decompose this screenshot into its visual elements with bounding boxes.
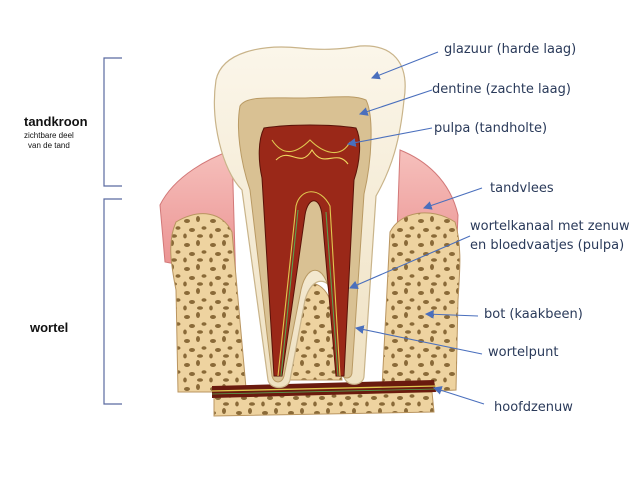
label-gum: tandvlees bbox=[490, 181, 554, 196]
label-canal-line1: wortelkanaal met zenuw bbox=[470, 219, 630, 234]
crown-sub2: van de tand bbox=[28, 141, 70, 150]
pointer-arrows bbox=[346, 51, 485, 405]
label-dentin: dentine (zachte laag) bbox=[432, 82, 571, 97]
root-title: wortel bbox=[30, 320, 69, 335]
crown-title: tandkroon bbox=[24, 114, 88, 129]
label-nerve: hoofdzenuw bbox=[494, 400, 573, 415]
label-canal-line2: en bloedvaatjes (pulpa) bbox=[470, 238, 625, 253]
crown-sub1: zichtbare deel bbox=[24, 131, 74, 140]
bone-right bbox=[381, 212, 461, 393]
label-enamel: glazuur (harde laag) bbox=[444, 42, 577, 57]
label-pulp: pulpa (tandholte) bbox=[434, 121, 548, 136]
canal-nerves bbox=[271, 139, 351, 377]
label-apex: wortelpunt bbox=[488, 345, 559, 360]
root-bracket bbox=[103, 198, 122, 405]
label-bone: bot (kaakbeen) bbox=[484, 307, 583, 322]
crown-bracket bbox=[103, 57, 122, 187]
